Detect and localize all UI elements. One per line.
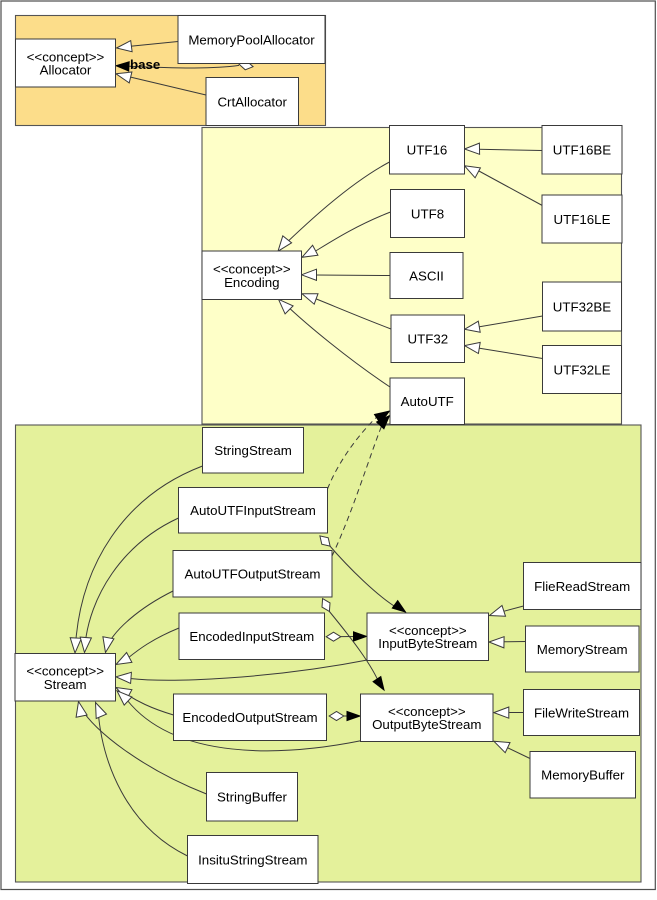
svg-text:<<concept>>: <<concept>>	[213, 262, 291, 277]
svg-text:UTF32LE: UTF32LE	[554, 362, 611, 377]
svg-text:UTF8: UTF8	[411, 206, 444, 221]
svg-text:UTF32: UTF32	[407, 332, 448, 347]
svg-text:AutoUTFOutputStream: AutoUTFOutputStream	[185, 567, 321, 582]
svg-text:Allocator: Allocator	[40, 63, 92, 78]
svg-text:UTF32BE: UTF32BE	[553, 299, 612, 314]
svg-text:FileWriteStream: FileWriteStream	[534, 705, 629, 720]
svg-text:UTF16LE: UTF16LE	[554, 212, 611, 227]
svg-text:<<concept>>: <<concept>>	[27, 49, 105, 64]
svg-text:base: base	[130, 57, 160, 72]
svg-text:Stream: Stream	[44, 677, 87, 692]
svg-text:EncodedOutputStream: EncodedOutputStream	[182, 710, 317, 725]
svg-text:AutoUTFInputStream: AutoUTFInputStream	[190, 503, 316, 518]
svg-text:MemoryStream: MemoryStream	[537, 642, 628, 657]
svg-text:ASCII: ASCII	[409, 268, 444, 283]
svg-text:<<concept>>: <<concept>>	[389, 623, 467, 638]
svg-text:StringBuffer: StringBuffer	[217, 790, 288, 805]
svg-text:MemoryBuffer: MemoryBuffer	[541, 768, 625, 783]
svg-text:AutoUTF: AutoUTF	[401, 394, 454, 409]
svg-text:FlieReadStream: FlieReadStream	[534, 579, 630, 594]
svg-text:Encoding: Encoding	[224, 275, 279, 290]
svg-text:InsituStringStream: InsituStringStream	[198, 852, 307, 867]
svg-text:UTF16BE: UTF16BE	[553, 143, 612, 158]
svg-text:CrtAllocator: CrtAllocator	[217, 94, 287, 109]
svg-text:UTF16: UTF16	[407, 143, 448, 158]
svg-text:StringStream: StringStream	[214, 443, 292, 458]
svg-text:InputByteStream: InputByteStream	[378, 636, 477, 651]
svg-text:EncodedInputStream: EncodedInputStream	[189, 629, 314, 644]
svg-text:MemoryPoolAllocator: MemoryPoolAllocator	[188, 32, 315, 47]
svg-text:<<concept>>: <<concept>>	[388, 704, 466, 719]
svg-text:<<concept>>: <<concept>>	[26, 664, 104, 679]
svg-text:OutputByteStream: OutputByteStream	[372, 717, 481, 732]
